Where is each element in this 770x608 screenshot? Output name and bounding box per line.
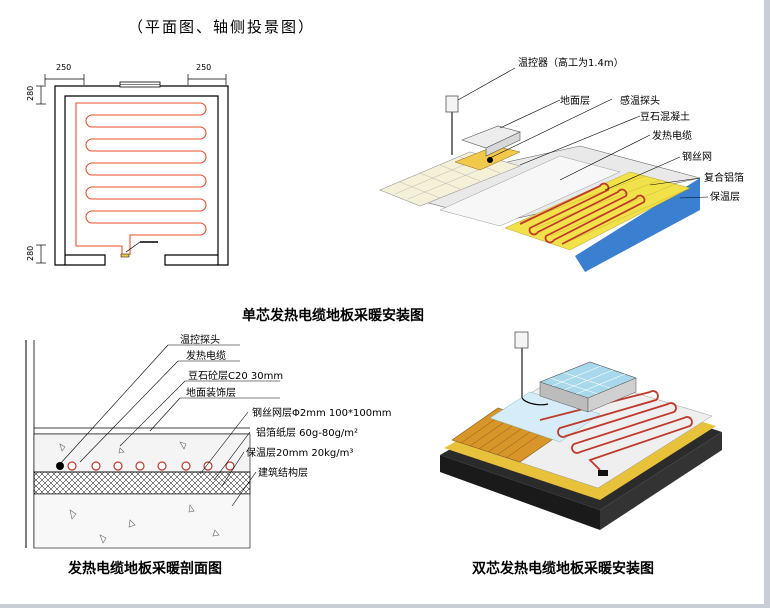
section-label-2: 豆石砼层C20 30mm (188, 369, 283, 382)
section-label-6: 保温层20mm 20kg/m³ (246, 446, 353, 459)
section-label-5: 铝箔纸层 60g-80g/m² (256, 426, 358, 439)
dim-top-right: 250 (196, 63, 211, 72)
section-structure-layer (33, 493, 251, 549)
dim-top-left: 250 (56, 63, 71, 72)
section-label-1: 发热电缆 (186, 349, 226, 362)
iso2-thermostat (514, 331, 529, 349)
iso1-label-4: 发热电缆 (652, 129, 692, 142)
dim-left-bottom: 280 (26, 246, 35, 261)
iso1-thermostat (445, 95, 459, 113)
iso1-label-7: 保温层 (710, 190, 740, 203)
iso2-cable (539, 390, 693, 471)
caption-section: 发热电缆地板采暖剖面图 (68, 561, 222, 577)
iso1-insulation (575, 178, 700, 272)
section-label-7: 建筑结构层 (258, 466, 308, 479)
top-title: （平面图、轴侧投景图） (128, 18, 316, 36)
iso1-sensor-dot (487, 157, 493, 163)
iso2-connector (598, 470, 608, 476)
section-label-4: 钢丝网层Φ2mm 100*100mm (252, 406, 392, 419)
iso1-label-6: 复合铝箔 (704, 171, 744, 184)
iso1-label-5: 钢丝网 (682, 150, 712, 163)
section-cables (56, 461, 235, 471)
section-label-3: 地面装饰层 (186, 386, 236, 399)
caption-dual-core: 双芯发热电缆地板采暖安装图 (472, 561, 654, 577)
iso1-label-2: 感温探头 (620, 94, 660, 107)
iso1-cable (519, 182, 646, 245)
caption-single-core: 单芯发热电缆地板采暖安装图 (242, 308, 424, 324)
iso1-label-3: 豆石混凝土 (640, 110, 690, 123)
iso1-label-1: 地面层 (560, 94, 590, 107)
iso1-label-0: 温控器（高工为1.4m） (518, 56, 624, 69)
dim-left-top: 280 (26, 86, 35, 101)
section-label-0: 温控探头 (180, 333, 220, 346)
plan-dimensions (36, 74, 227, 264)
plan-walls (54, 85, 229, 266)
plan-heating-cable (75, 102, 207, 255)
